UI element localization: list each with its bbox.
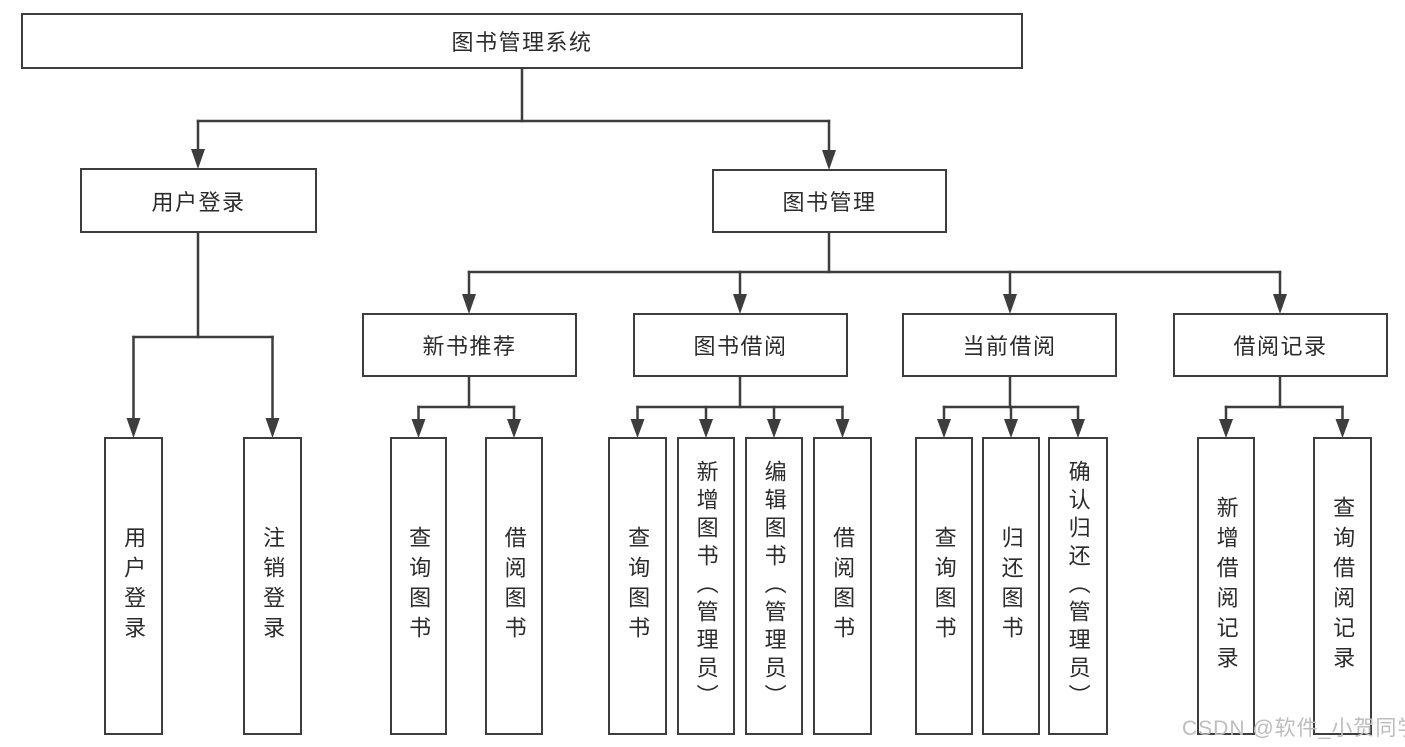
node-label: 查询图书 xyxy=(406,526,432,646)
node-label: 借阅图书 xyxy=(501,526,527,646)
connector-book-management-branch xyxy=(462,231,1287,314)
leaf-add-borrow-record: 新增借阅记录 xyxy=(1197,437,1255,735)
node-new-book-recommendation: 新书推荐 xyxy=(362,313,577,377)
leaf-borrow-books-borrow: 借阅图书 xyxy=(813,437,872,735)
watermark: CSDN @软件_小贺同学 xyxy=(1182,717,1405,740)
node-label: 用户登录 xyxy=(121,526,147,646)
node-label: 查询借阅记录 xyxy=(1330,496,1356,676)
node-label: 确认归还（管理员） xyxy=(1065,460,1091,712)
node-label: 图书管理系统 xyxy=(451,30,593,55)
node-borrowing-records: 借阅记录 xyxy=(1173,313,1388,377)
leaf-add-book-admin: 新增图书（管理员） xyxy=(677,437,735,735)
leaf-query-borrow-record: 查询借阅记录 xyxy=(1313,437,1372,735)
node-label: 编辑图书（管理员） xyxy=(761,460,787,712)
node-label: 当前借阅 xyxy=(962,334,1057,359)
connector-new-book-branch xyxy=(411,375,521,438)
leaf-confirm-return-admin: 确认归还（管理员） xyxy=(1048,437,1108,735)
node-label: 新书推荐 xyxy=(422,334,517,359)
leaf-edit-book-admin: 编辑图书（管理员） xyxy=(745,437,803,735)
node-label: 用户登录 xyxy=(151,189,246,215)
connector-book-borrow-branch xyxy=(630,375,850,438)
node-label: 借阅记录 xyxy=(1233,334,1328,359)
node-label: 新增借阅记录 xyxy=(1213,496,1239,676)
connector-current-borrow-branch xyxy=(937,375,1085,438)
node-user-login: 用户登录 xyxy=(80,168,317,233)
leaf-return-books: 归还图书 xyxy=(982,437,1040,735)
node-label: 查询图书 xyxy=(931,526,957,646)
node-book-management: 图书管理 xyxy=(712,169,947,233)
leaf-query-books-borrow: 查询图书 xyxy=(608,437,667,735)
node-label: 借阅图书 xyxy=(830,526,856,646)
leaf-user-login: 用户登录 xyxy=(104,437,163,735)
node-book-borrowing: 图书借阅 xyxy=(633,313,848,377)
leaf-borrow-books-newbook: 借阅图书 xyxy=(485,437,543,735)
node-label: 注销登录 xyxy=(260,526,286,646)
node-current-borrowing: 当前借阅 xyxy=(902,313,1117,377)
connector-borrow-record-branch xyxy=(1219,375,1350,438)
node-label: 图书借阅 xyxy=(693,334,788,359)
node-label: 归还图书 xyxy=(998,526,1024,646)
leaf-query-books-current: 查询图书 xyxy=(915,437,973,735)
node-label: 图书管理 xyxy=(782,190,877,215)
node-label: 新增图书（管理员） xyxy=(693,460,719,712)
connector-root-to-level2 xyxy=(191,67,836,170)
node-label: 查询图书 xyxy=(625,526,651,646)
node-library-management-system: 图书管理系统 xyxy=(21,13,1023,69)
leaf-logout: 注销登录 xyxy=(243,437,302,735)
connector-user-login-branch xyxy=(126,231,280,438)
leaf-query-books-newbook: 查询图书 xyxy=(390,437,447,735)
